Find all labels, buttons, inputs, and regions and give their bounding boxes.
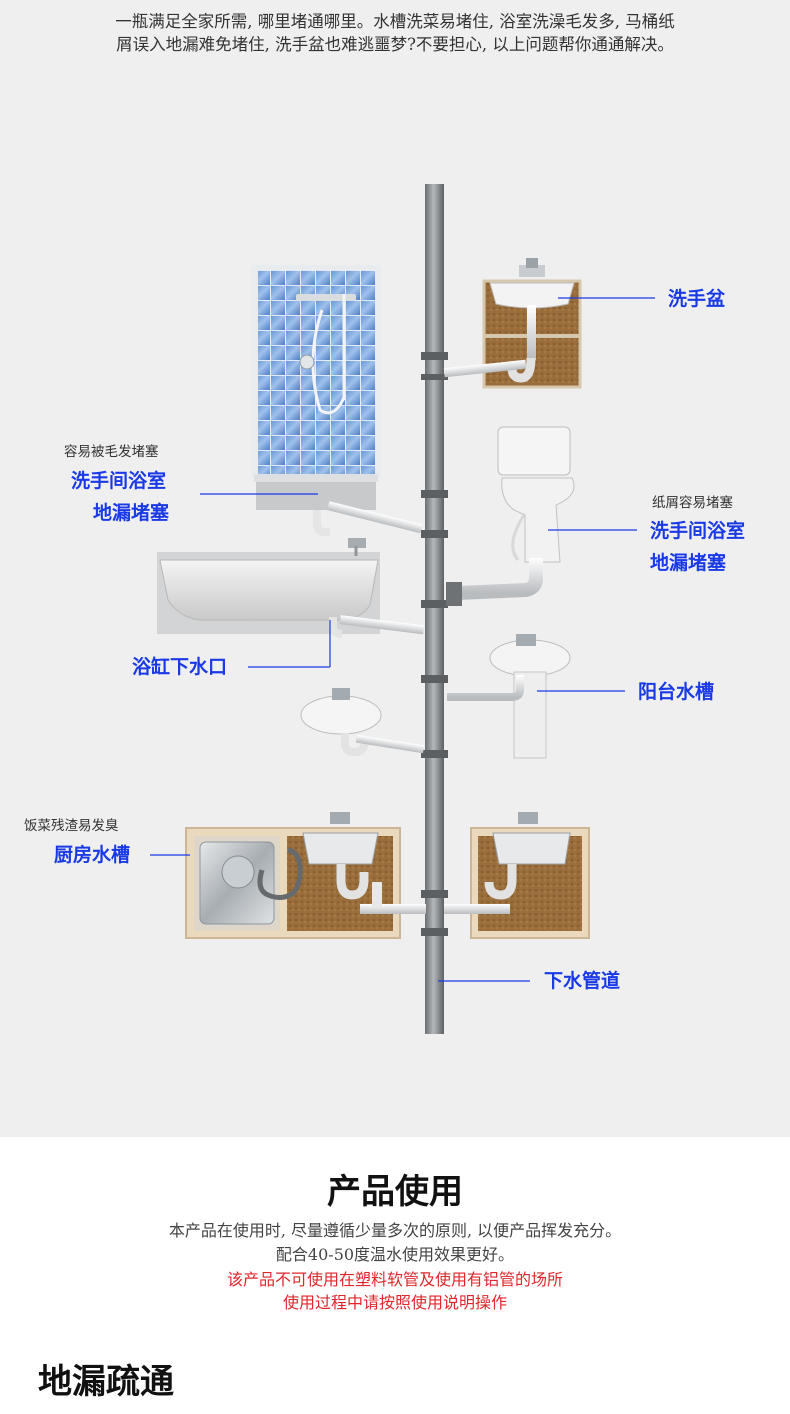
toilet-illustration [446,426,575,606]
toilet-label-line-1: 洗手间浴室 [650,520,746,542]
usage-title: 产品使用 [327,1172,463,1212]
basin-label: 洗手盆 [668,288,726,310]
main-drain-pipe [425,184,444,1034]
shower-label-line-2: 地漏堵塞 [93,502,170,524]
warning-line-1: 该产品不可使用在塑料软管及使用有铝管的场所 [226,1270,563,1289]
shower-note: 容易被毛发堵塞 [64,444,159,460]
section-title-floor-drain: 地漏疏通 [38,1362,174,1402]
balcony-sink-illustration [447,634,571,759]
intro-text: 一瓶满足全家所需, 哪里堵通哪里。水槽洗菜易堵住, 浴室洗澡毛发多, 马桶纸 屑… [40,10,750,56]
balcony-label: 阳台水槽 [638,681,715,703]
wall-sink-illustration [300,688,425,757]
usage-line-1: 本产品在使用时, 尽量遵循少量多次的原则, 以便产品挥发充分。 [168,1221,622,1240]
bathtub-label: 浴缸下水口 [132,656,228,678]
diagram-section: 一瓶满足全家所需, 哪里堵通哪里。水槽洗菜易堵住, 浴室洗澡毛发多, 马桶纸 屑… [0,0,790,1137]
toilet-label-line-2: 地漏堵塞 [650,552,727,574]
kitchen-note: 饭菜残渣易发臭 [24,818,119,834]
drain-network-illustration [150,184,655,1034]
shower-label-line-1: 洗手间浴室 [71,470,167,492]
intro-line-1: 一瓶满足全家所需, 哪里堵通哪里。水槽洗菜易堵住, 浴室洗澡毛发多, 马桶纸 [115,12,675,31]
intro-line-2: 屑误入地漏难免堵住, 洗手盆也难逃噩梦?不要担心, 以上问题帮你通通解决。 [116,35,674,54]
usage-line-2: 配合40-50度温水使用效果更好。 [275,1245,515,1264]
kitchen-label: 厨房水槽 [54,844,131,866]
bathtub-illustration [157,538,425,638]
toilet-note: 纸屑容易堵塞 [652,495,733,511]
shower-illustration [251,265,423,536]
kitchen-cabinet-illustration [185,812,426,939]
pipe-label: 下水管道 [544,970,621,992]
right-cabinet-illustration [444,812,590,939]
warning-line-2: 使用过程中请按照使用说明操作 [282,1293,507,1312]
wash-basin-illustration [443,258,582,389]
